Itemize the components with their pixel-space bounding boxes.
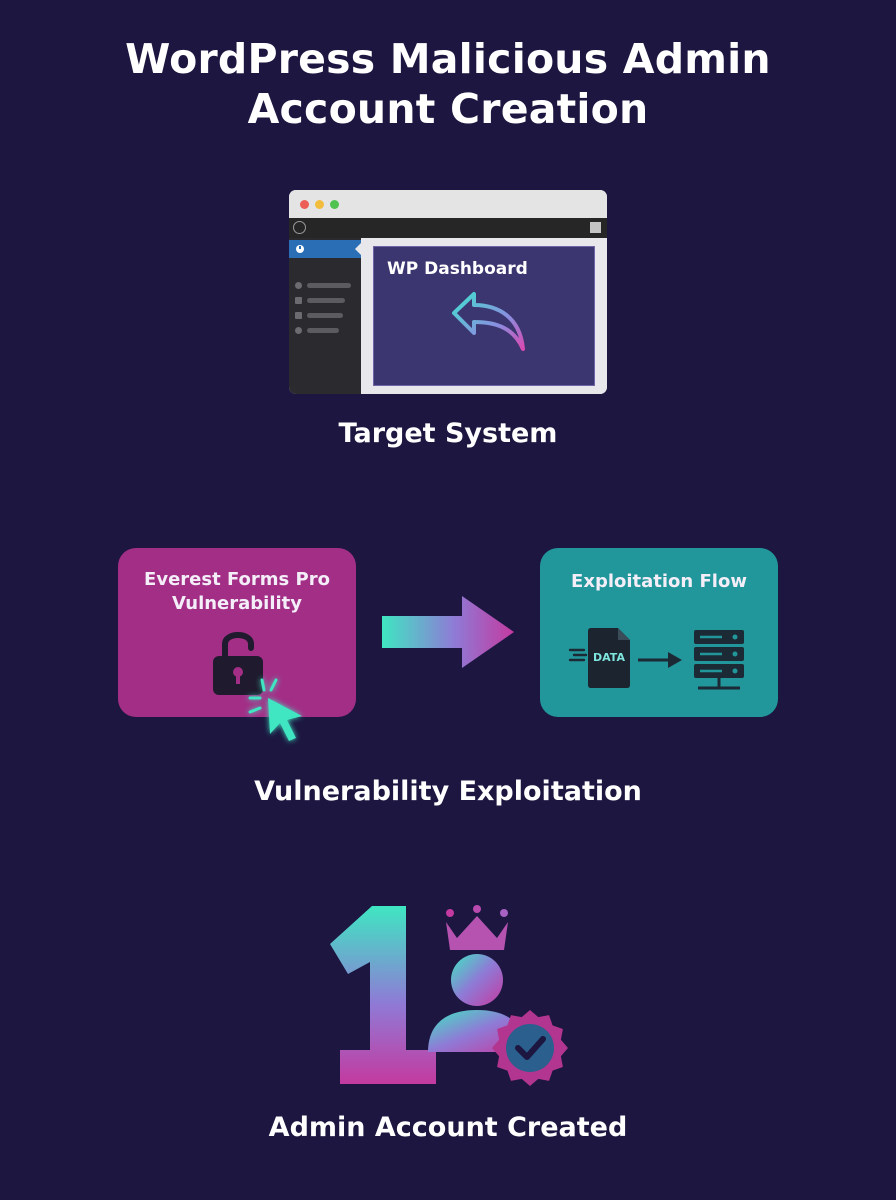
sidebar-item-posts (289, 297, 361, 305)
file-shape-icon (588, 628, 630, 688)
wp-admin-sidebar (289, 238, 363, 394)
pages-icon (295, 312, 302, 319)
minimize-dot-icon (315, 200, 324, 209)
vulnerability-card-title: Everest Forms Pro Vulnerability (118, 568, 356, 616)
badge-center (506, 1024, 554, 1072)
sidebar-item-pages (289, 312, 361, 320)
sidebar-line (307, 313, 343, 318)
vulnerability-exploitation-label: Vulnerability Exploitation (254, 776, 642, 807)
wp-admin-bar (289, 218, 607, 238)
speed-lines-icon (568, 648, 588, 662)
sidebar-line (307, 328, 339, 333)
data-file-label: DATA (593, 651, 625, 664)
wp-dashboard-title: WP Dashboard (387, 259, 528, 279)
wp-content-area: WP Dashboard (361, 238, 607, 394)
admin-account-created-label: Admin Account Created (268, 1112, 628, 1143)
flow-arrow-icon (382, 596, 514, 668)
page-title: WordPress Malicious Admin Account Creati… (0, 34, 896, 134)
sidebar-item-users (289, 282, 361, 290)
unlocked-padlock-icon (213, 632, 263, 695)
wp-dashboard-window: WP Dashboard (289, 190, 607, 394)
wordpress-logo-icon (293, 221, 306, 234)
arrow-right-icon (638, 652, 682, 668)
exploitation-flow-title: Exploitation Flow (571, 571, 747, 592)
undo-arrow-icon (452, 292, 525, 351)
wp-dashboard-panel: WP Dashboard (373, 246, 595, 386)
sidebar-item-settings (289, 327, 361, 335)
close-dot-icon (300, 200, 309, 209)
cursor-click-icon (248, 678, 302, 741)
user-icon (295, 282, 302, 289)
sidebar-line (307, 283, 351, 288)
sidebar-line (307, 298, 345, 303)
browser-title-bar (289, 190, 607, 218)
title-line-2: Account Creation (247, 85, 649, 133)
vulnerability-title-line-1: Everest Forms Pro (144, 569, 330, 590)
target-system-label: Target System (338, 418, 558, 449)
admin-bar-square-icon (590, 222, 601, 233)
title-line-1: WordPress Malicious Admin (125, 35, 771, 83)
admin-created-illustration (330, 905, 568, 1086)
checkmark-icon (515, 1036, 546, 1060)
number-one-icon (330, 906, 436, 1084)
sidebar-item-dashboard (289, 240, 361, 258)
maximize-dot-icon (330, 200, 339, 209)
data-file-icon: DATA (588, 628, 630, 688)
vulnerability-card: Everest Forms Pro Vulnerability (118, 548, 356, 741)
vulnerability-title-line-2: Vulnerability (171, 593, 303, 614)
verified-badge-icon (492, 1010, 568, 1086)
dashboard-gauge-icon (296, 245, 304, 253)
server-icon (694, 630, 744, 690)
settings-icon (295, 327, 302, 334)
crown-icon (446, 905, 508, 950)
exploitation-flow-card: Exploitation Flow DATA (540, 548, 778, 717)
posts-icon (295, 297, 302, 304)
